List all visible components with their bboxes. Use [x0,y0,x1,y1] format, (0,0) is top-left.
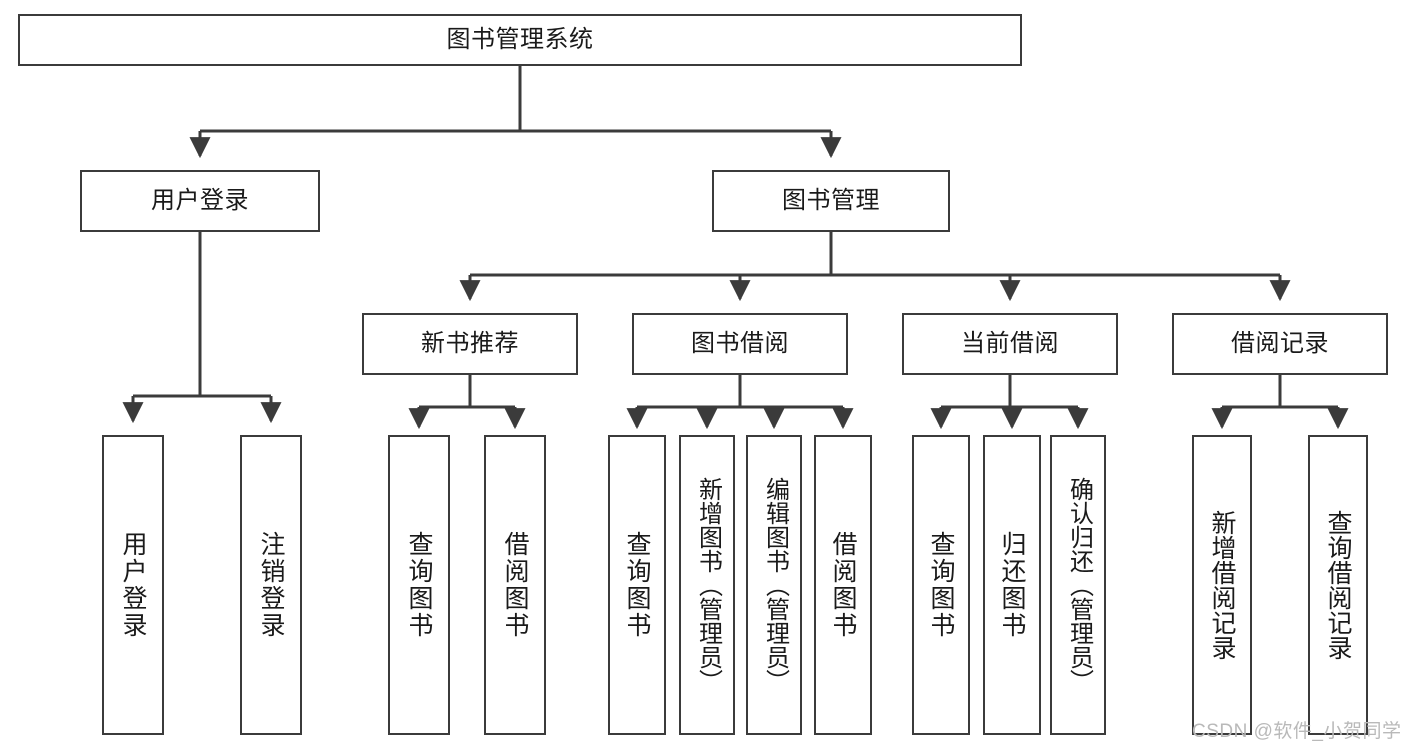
node-label: 编辑图书（管理员） [761,477,789,693]
node-new-book-recommend[interactable]: 新书推荐 [362,313,578,375]
node-label: 图书管理系统 [446,25,594,53]
node-label: 查询图书 [927,531,955,639]
node-user-login[interactable]: 用户登录 [80,170,320,232]
node-root-system[interactable]: 图书管理系统 [18,14,1022,66]
node-label: 新增图书（管理员） [694,477,722,693]
node-book-management[interactable]: 图书管理 [712,170,950,232]
leaf-query-book-current[interactable]: 查询图书 [912,435,970,735]
leaf-query-book-borrow[interactable]: 查询图书 [608,435,666,735]
node-label: 用户登录 [119,531,147,639]
leaf-add-borrow-record[interactable]: 新增借阅记录 [1192,435,1252,735]
csdn-watermark: CSDN @软件_小贺同学 [1192,721,1402,742]
node-book-borrow[interactable]: 图书借阅 [632,313,848,375]
node-label: 归还图书 [998,531,1026,639]
node-label: 确认归还（管理员） [1065,477,1093,693]
node-label: 当前借阅 [961,329,1059,357]
node-current-borrow[interactable]: 当前借阅 [902,313,1118,375]
leaf-logout[interactable]: 注销登录 [240,435,302,735]
leaf-user-login[interactable]: 用户登录 [102,435,164,735]
node-borrow-record[interactable]: 借阅记录 [1172,313,1388,375]
node-label: 图书管理 [782,186,880,214]
leaf-borrow-book-recommend[interactable]: 借阅图书 [484,435,546,735]
node-label: 借阅图书 [501,531,529,639]
leaf-query-book-recommend[interactable]: 查询图书 [388,435,450,735]
node-label: 查询借阅记录 [1324,510,1352,660]
leaf-borrow-book[interactable]: 借阅图书 [814,435,872,735]
node-label: 查询图书 [623,531,651,639]
leaf-confirm-return-admin[interactable]: 确认归还（管理员） [1050,435,1106,735]
leaf-return-book[interactable]: 归还图书 [983,435,1041,735]
leaf-add-book-admin[interactable]: 新增图书（管理员） [679,435,735,735]
node-label: 用户登录 [151,186,249,214]
node-label: 注销登录 [257,531,285,639]
node-label: 借阅图书 [829,531,857,639]
node-label: 新书推荐 [421,329,519,357]
node-label: 查询图书 [405,531,433,639]
node-label: 新增借阅记录 [1208,510,1236,660]
leaf-query-borrow-record[interactable]: 查询借阅记录 [1308,435,1368,735]
leaf-edit-book-admin[interactable]: 编辑图书（管理员） [746,435,802,735]
node-label: 图书借阅 [691,329,789,357]
node-label: 借阅记录 [1231,329,1329,357]
